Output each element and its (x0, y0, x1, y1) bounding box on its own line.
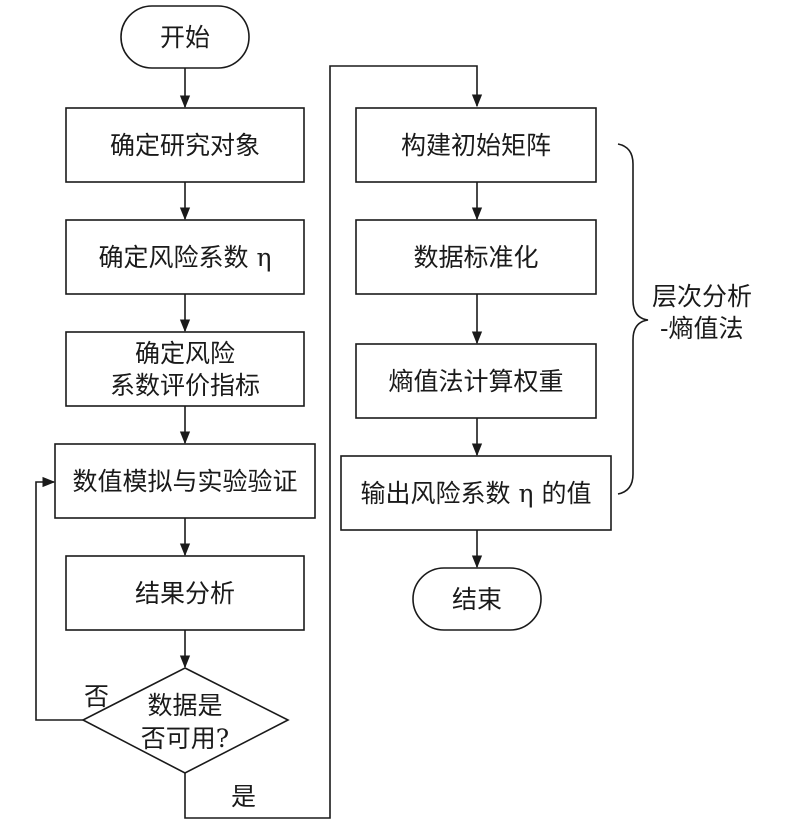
step-result-analysis-label: 结果分析 (135, 579, 235, 608)
no-loop-connector (35, 476, 83, 721)
start-terminal (120, 5, 250, 69)
output-text-b: 的值 (541, 479, 591, 508)
step-data-standardization (355, 219, 597, 295)
step-determine-risk-coefficient (65, 219, 305, 295)
step-result-analysis (65, 555, 305, 631)
step-data-standardization-label: 数据标准化 (413, 243, 538, 272)
output-text-a: 输出风险系数 (360, 479, 510, 508)
decision-line2: 否可用? (141, 724, 229, 753)
step-entropy-weights (355, 343, 597, 419)
grouping-brace (617, 143, 649, 495)
no-label: 否 (84, 682, 109, 711)
step-entropy-weights-label: 熵值法计算权重 (388, 367, 563, 396)
eta-symbol-output: η (519, 479, 534, 508)
eta-symbol: η (257, 243, 272, 272)
start-label: 开始 (160, 23, 210, 52)
step-build-initial-matrix (355, 107, 597, 183)
step-simulation-and-validation-label: 数值模拟与实验验证 (72, 467, 297, 496)
step-simulation-and-validation (54, 443, 316, 519)
step-determine-risk-coefficient-label: 确定风险系数 η (99, 243, 272, 272)
step-build-initial-matrix-label: 构建初始矩阵 (401, 131, 551, 160)
decision-data-usable (81, 667, 290, 774)
end-terminal (412, 567, 542, 631)
brace-label-line1: 层次分析 (652, 282, 752, 311)
decision-line1: 数据是 (147, 691, 222, 720)
step-risk-evaluation-indicators-line2: 系数评价指标 (110, 371, 260, 400)
brace-label-line2: -熵值法 (660, 314, 743, 343)
yes-label: 是 (231, 782, 256, 811)
step-risk-evaluation-indicators (65, 331, 305, 407)
step-output-risk-coefficient (340, 455, 612, 531)
yes-connector (184, 65, 483, 819)
end-label: 结束 (452, 585, 502, 614)
risk-coefficient-text: 确定风险系数 (99, 243, 249, 272)
step-determine-research-object (65, 107, 305, 183)
step-risk-evaluation-indicators-line1: 确定风险 (135, 339, 235, 368)
step-determine-research-object-label: 确定研究对象 (110, 131, 260, 160)
